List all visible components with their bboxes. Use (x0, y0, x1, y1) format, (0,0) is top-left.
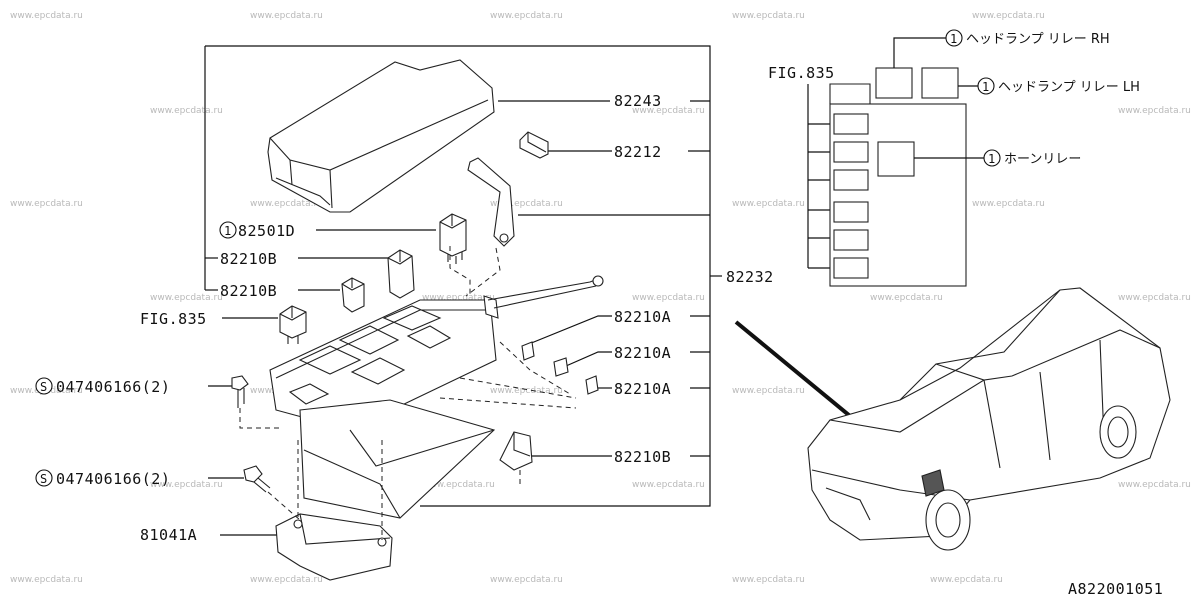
circle-s-icon (35, 377, 53, 395)
label-82210b-1: 82210B (220, 250, 277, 268)
circle-one-icon (983, 149, 1001, 167)
watermark: www.epcdata.ru (732, 199, 805, 209)
label-bolt-2-group: S 047406166(2) (35, 469, 170, 488)
relay-rh-box (875, 67, 913, 99)
circle-s-text: S (40, 472, 48, 486)
circle-one-text: 1 (982, 80, 990, 94)
watermark: www.epcdata.ru (490, 199, 563, 209)
circle-s-icon (35, 469, 53, 487)
watermark: www.epcdata.ru (1118, 106, 1191, 116)
label-fig835-left: FIG.835 (140, 310, 207, 328)
circle-one-text: 1 (988, 152, 996, 166)
fuse-slot (833, 257, 869, 279)
watermark: www.epcdata.ru (10, 575, 83, 585)
circle-one-text: 1 (950, 32, 958, 46)
label-headlamp-relay-lh: ヘッドランプ リレー LH (998, 80, 1140, 95)
circle-one-text: 1 (224, 224, 232, 238)
watermark: www.epcdata.ru (972, 199, 1045, 209)
label-bolt-1-group: S 047406166(2) (35, 377, 170, 396)
watermark: www.epcdata.ru (250, 199, 323, 209)
fuse-slot (833, 201, 869, 223)
watermark: www.epcdata.ru (1118, 480, 1191, 490)
label-82243: 82243 (614, 92, 662, 110)
watermark: www.epcdata.ru (250, 11, 323, 21)
watermark: www.epcdata.ru (870, 293, 943, 303)
watermark: www.epcdata.ru (422, 293, 495, 303)
fuse-82210b-large (387, 249, 415, 299)
watermark: www.epcdata.ru (930, 575, 1003, 585)
fuse-slot (833, 229, 869, 251)
relay-fig835 (279, 305, 307, 344)
label-bolt-2: 047406166(2) (56, 470, 170, 488)
fuse-82210b-small (341, 277, 365, 313)
diagram-id: A822001051 (1068, 580, 1163, 598)
watermark: www.epcdata.ru (10, 199, 83, 209)
car-location-sketch (734, 287, 1171, 551)
circle-one-icon (219, 221, 237, 239)
watermark: www.epcdata.ru (150, 293, 223, 303)
label-82232: 82232 (726, 268, 774, 286)
wire-harness (487, 275, 604, 309)
watermark: www.epcdata.ru (632, 293, 705, 303)
watermark: www.epcdata.ru (150, 106, 223, 116)
relay-82501d (439, 213, 467, 264)
label-82501d-group: 1 82501D (219, 221, 295, 240)
label-headlamp-relay-rh: ヘッドランプ リレー RH (966, 32, 1110, 47)
watermark: www.epcdata.ru (490, 11, 563, 21)
watermark: www.epcdata.ru (1118, 293, 1191, 303)
label-82210a-1: 82210A (614, 308, 671, 326)
fuse-82210b-bottom (499, 431, 533, 471)
watermark: www.epcdata.ru (732, 575, 805, 585)
watermark: www.epcdata.ru (490, 575, 563, 585)
label-horn-relay: ホーンリレー (1004, 152, 1081, 167)
cover-82243 (267, 59, 495, 213)
label-82210b-2: 82210B (220, 282, 277, 300)
watermark: www.epcdata.ru (250, 575, 323, 585)
fuse-slot (833, 141, 869, 163)
fuses-82210a (521, 341, 599, 395)
assembly-dash-lines (239, 246, 577, 540)
circle-s-text: S (40, 380, 48, 394)
fuse-slot (833, 113, 869, 135)
label-81041a: 81041A (140, 526, 197, 544)
label-82210a-2: 82210A (614, 344, 671, 362)
watermark: www.epcdata.ru (632, 480, 705, 490)
relay-horn-box (877, 141, 915, 177)
watermark: www.epcdata.ru (422, 480, 495, 490)
bracket-81041a (275, 513, 393, 581)
label-82501d: 82501D (238, 222, 295, 240)
circle-one-icon (977, 77, 995, 95)
watermark-layer: www.epcdata.ru www.epcdata.ru www.epcdat… (10, 11, 1191, 585)
bolt-upper (231, 375, 249, 408)
ground-strap (467, 157, 515, 247)
label-bolt-1: 047406166(2) (56, 378, 170, 396)
watermark: www.epcdata.ru (150, 480, 223, 490)
watermark: www.epcdata.ru (732, 11, 805, 21)
circle-one-icon (945, 29, 963, 47)
leader-frame (204, 45, 722, 536)
relay-lh-box (921, 67, 959, 99)
watermark: www.epcdata.ru (490, 386, 563, 396)
junction-box-marker (921, 469, 945, 497)
label-82212: 82212 (614, 143, 662, 161)
bolt-lower (243, 465, 271, 493)
label-82210b-3: 82210B (614, 448, 671, 466)
watermark: www.epcdata.ru (10, 11, 83, 21)
junction-box-82232 (269, 295, 499, 519)
inset-fig835-label: FIG.835 (768, 64, 835, 82)
watermark: www.epcdata.ru (972, 11, 1045, 21)
fuse-slot (833, 169, 869, 191)
label-82210a-3: 82210A (614, 380, 671, 398)
clip-82212 (519, 131, 549, 159)
relay-layout-inset: FIG.835 1 ヘッドランプ リレー RH 1 ヘッドランプ リレー LH … (768, 29, 1140, 287)
watermark: www.epcdata.ru (632, 106, 705, 116)
watermark: www.epcdata.ru (732, 386, 805, 396)
